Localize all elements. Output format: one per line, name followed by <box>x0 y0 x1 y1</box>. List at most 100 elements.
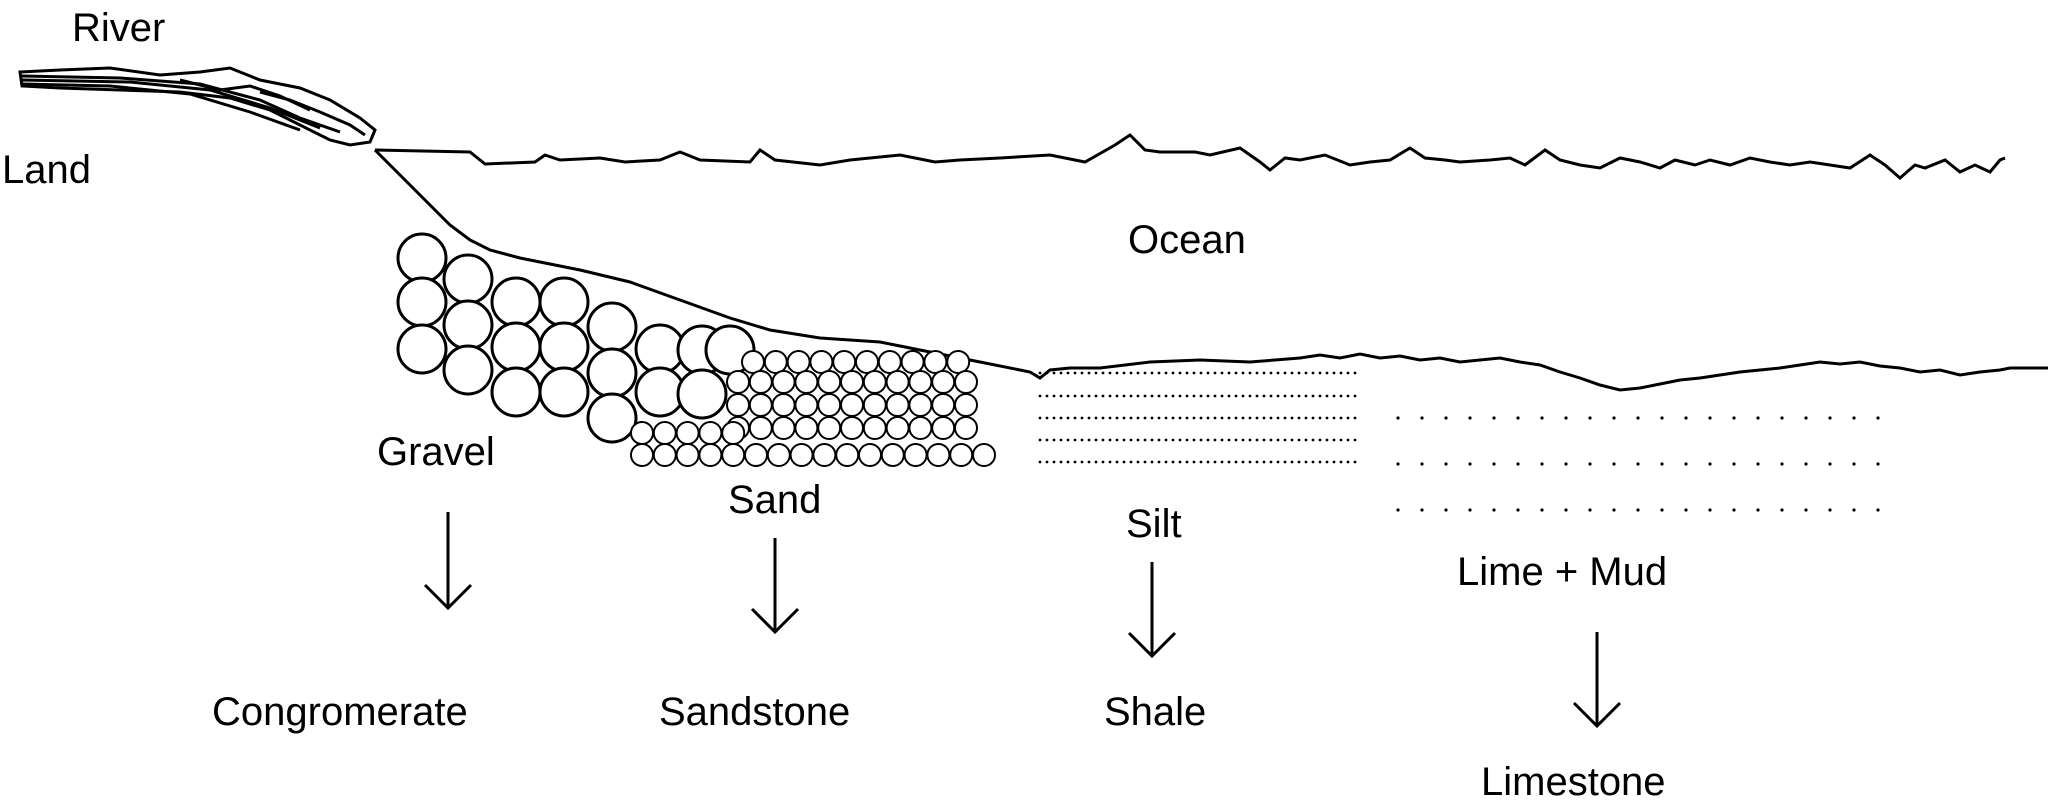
mud-grain <box>1540 508 1544 512</box>
silt-grain <box>1332 371 1336 375</box>
silt-grain <box>1283 394 1287 398</box>
silt-grain <box>1066 460 1070 464</box>
silt-grain <box>1269 416 1273 420</box>
mud-grain <box>1780 462 1784 466</box>
silt-grain <box>1108 438 1112 442</box>
silt-grain <box>1332 394 1336 398</box>
silt-grain <box>1304 460 1308 464</box>
silt-grain <box>1178 371 1182 375</box>
silt-grain <box>1136 371 1140 375</box>
silt-grain <box>1080 394 1084 398</box>
silt-grain <box>1045 371 1049 375</box>
silt-grain <box>1185 371 1189 375</box>
sand-grain <box>794 370 819 394</box>
sand-grain <box>675 421 700 445</box>
silt-grain <box>1115 394 1119 398</box>
gravel-grain <box>396 276 448 328</box>
silt-grain <box>1318 371 1322 375</box>
silt-grain <box>1248 416 1252 420</box>
silt-grain <box>1115 371 1119 375</box>
silt-grain <box>1213 394 1217 398</box>
gravel-grain <box>586 347 638 399</box>
silt-grain <box>1213 371 1217 375</box>
mud-grain <box>1756 462 1760 466</box>
silt-grain <box>1339 460 1343 464</box>
silt-grain <box>1122 394 1126 398</box>
silt-grain <box>1150 438 1154 442</box>
gravel-grain <box>586 392 638 444</box>
silt-grain <box>1346 460 1350 464</box>
label-gravel: Gravel <box>377 430 495 474</box>
silt-grain <box>1269 460 1273 464</box>
silt-grain <box>1283 371 1287 375</box>
silt-grain <box>1297 394 1301 398</box>
mud-grain <box>1804 462 1808 466</box>
silt-grain <box>1164 460 1168 464</box>
gravel-sediment <box>396 232 756 444</box>
silt-grain <box>1353 371 1357 375</box>
silt-grain <box>1073 394 1077 398</box>
silt-grain <box>1094 438 1098 442</box>
silt-grain <box>1248 438 1252 442</box>
silt-grain <box>1318 416 1322 420</box>
silt-grain <box>1045 416 1049 420</box>
silt-grain <box>1122 460 1126 464</box>
sand-grain <box>908 370 933 394</box>
label-river: River <box>72 6 166 50</box>
silt-grain <box>1066 438 1070 442</box>
seafloor-line <box>373 148 2048 392</box>
sand-grain <box>855 350 879 374</box>
sand-grain <box>766 443 791 467</box>
silt-grain <box>1129 438 1133 442</box>
sand-grain <box>954 393 978 417</box>
silt-grain <box>1171 460 1175 464</box>
silt-grain <box>1206 460 1210 464</box>
silt-grain <box>1178 394 1182 398</box>
sand-grain <box>748 370 773 394</box>
silt-grain <box>1276 416 1280 420</box>
silt-grain <box>1143 394 1147 398</box>
silt-grain <box>1269 438 1273 442</box>
silt-grain <box>1304 371 1308 375</box>
silt-grain <box>1101 460 1105 464</box>
silt-grain <box>1185 394 1189 398</box>
silt-grain <box>1283 416 1287 420</box>
sand-grain <box>931 370 956 394</box>
silt-grain <box>1311 371 1315 375</box>
mud-grain <box>1732 462 1736 466</box>
silt-grain <box>1164 371 1168 375</box>
sand-grain <box>862 393 887 417</box>
sand-grain <box>763 350 788 374</box>
silt-grain <box>1171 394 1175 398</box>
label-sand: Sand <box>728 478 822 522</box>
silt-grain <box>1332 438 1336 442</box>
sand-grain <box>789 443 814 467</box>
mud-grain <box>1564 416 1568 420</box>
silt-grain <box>1290 371 1294 375</box>
silt-grain <box>1136 394 1140 398</box>
silt-grain <box>1136 438 1140 442</box>
label-congromerate: Congromerate <box>212 690 468 734</box>
silt-grain <box>1241 438 1245 442</box>
sand-grain <box>771 416 796 440</box>
sand-grain <box>840 370 864 394</box>
sand-grain <box>908 393 933 417</box>
sand-grain <box>748 416 773 440</box>
silt-grain <box>1192 371 1196 375</box>
silt-grain <box>1297 460 1301 464</box>
silt-grain <box>1143 460 1147 464</box>
mud-grain <box>1516 508 1520 512</box>
silt-grain <box>1157 460 1161 464</box>
silt-to-shale-arrow <box>1127 562 1177 659</box>
mud-grain <box>1396 462 1400 466</box>
silt-grain <box>1304 438 1308 442</box>
silt-grain <box>1045 438 1049 442</box>
mud-grain <box>1612 508 1616 512</box>
sand-grain <box>840 393 864 417</box>
mud-grain <box>1468 508 1472 512</box>
silt-grain <box>1276 460 1280 464</box>
silt-grain <box>1059 371 1063 375</box>
silt-grain <box>1129 460 1133 464</box>
silt-grain <box>1073 438 1077 442</box>
silt-grain <box>1038 460 1042 464</box>
